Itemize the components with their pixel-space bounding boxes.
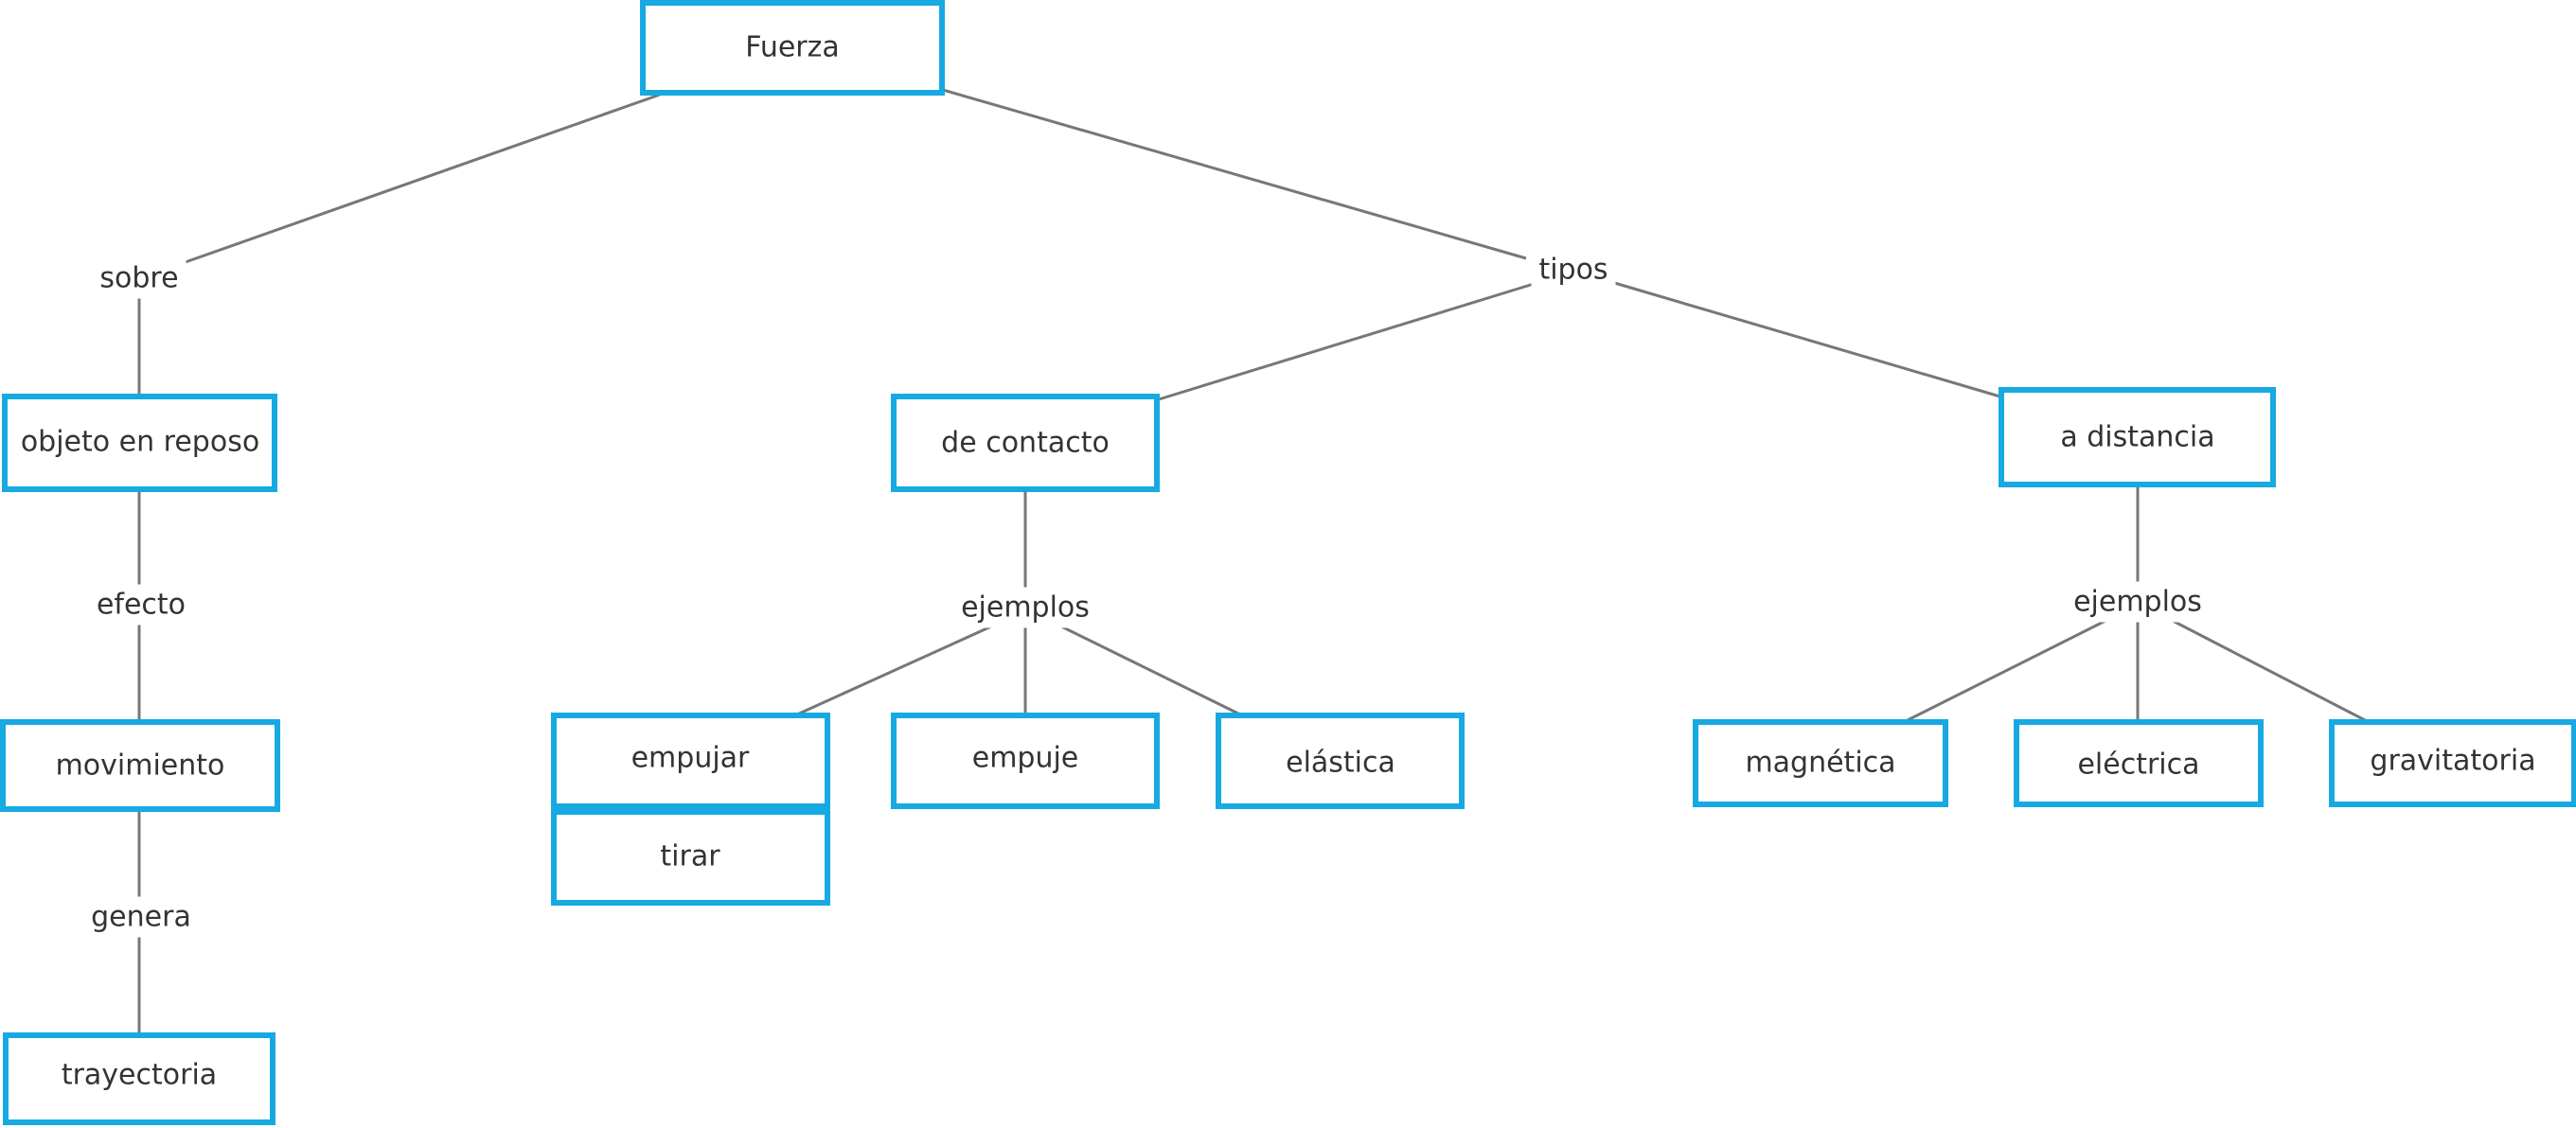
node-label: de contacto (941, 427, 1110, 460)
edge-ejemplos-elastica (1060, 625, 1241, 716)
label-genera: genera (91, 901, 191, 934)
label-tipos: tipos (1538, 254, 1608, 287)
edge-tipos-distancia (1610, 280, 2004, 399)
label-ejemplos-distancia: ejemplos (2073, 586, 2202, 619)
node-label: a distancia (2060, 421, 2214, 454)
label-efecto: efecto (97, 589, 186, 622)
node-label: movimiento (56, 749, 225, 783)
edge-fuerza-tipos (942, 88, 1527, 260)
node-tirar: tirar (551, 809, 830, 906)
node-label: trayectoria (62, 1059, 217, 1092)
edge-ejemplos-empujar (796, 625, 992, 716)
label-background (88, 584, 194, 626)
node-label: elástica (1286, 747, 1395, 780)
node-trayectoria: trayectoria (3, 1032, 275, 1125)
edge-labels: sobre tipos efecto genera ejemplos ejemp… (83, 249, 2210, 938)
label-ejemplos-contacto: ejemplos (961, 591, 1090, 625)
node-movimiento: movimiento (0, 719, 280, 812)
node-electrica: eléctrica (2014, 719, 2264, 807)
node-magnetica: magnética (1693, 719, 1948, 807)
label-sobre: sobre (99, 262, 178, 295)
node-label: Fuerza (745, 31, 840, 64)
node-empuje: empuje (891, 713, 1160, 809)
node-elastica: elástica (1216, 713, 1465, 809)
edge-tipos-contacto (1158, 282, 1535, 401)
node-label: tirar (660, 840, 720, 873)
connectors (137, 88, 2368, 1034)
label-background (1531, 249, 1616, 291)
label-background (2066, 581, 2210, 623)
node-label: magnética (1745, 747, 1895, 780)
edge-fuerza-sobre (182, 93, 661, 265)
node-label: objeto en reposo (21, 426, 259, 459)
node-label: empuje (972, 742, 1079, 775)
node-fuerza: Fuerza (640, 0, 945, 96)
node-gravitatoria: gravitatoria (2329, 719, 2576, 807)
label-background (92, 257, 187, 299)
node-label: gravitatoria (2370, 745, 2535, 778)
node-de-contacto: de contacto (891, 394, 1160, 492)
node-label: empujar (631, 742, 750, 775)
edge-ejemplos-gravitatoria (2172, 619, 2368, 723)
label-background (953, 587, 1097, 628)
node-a-distancia: a distancia (1999, 387, 2276, 487)
node-label: eléctrica (2077, 749, 2199, 782)
label-background (83, 896, 199, 938)
node-objeto-en-reposo: objeto en reposo (2, 394, 277, 492)
node-empujar: empujar (551, 713, 830, 809)
edge-ejemplos-magnetica (1905, 619, 2106, 723)
